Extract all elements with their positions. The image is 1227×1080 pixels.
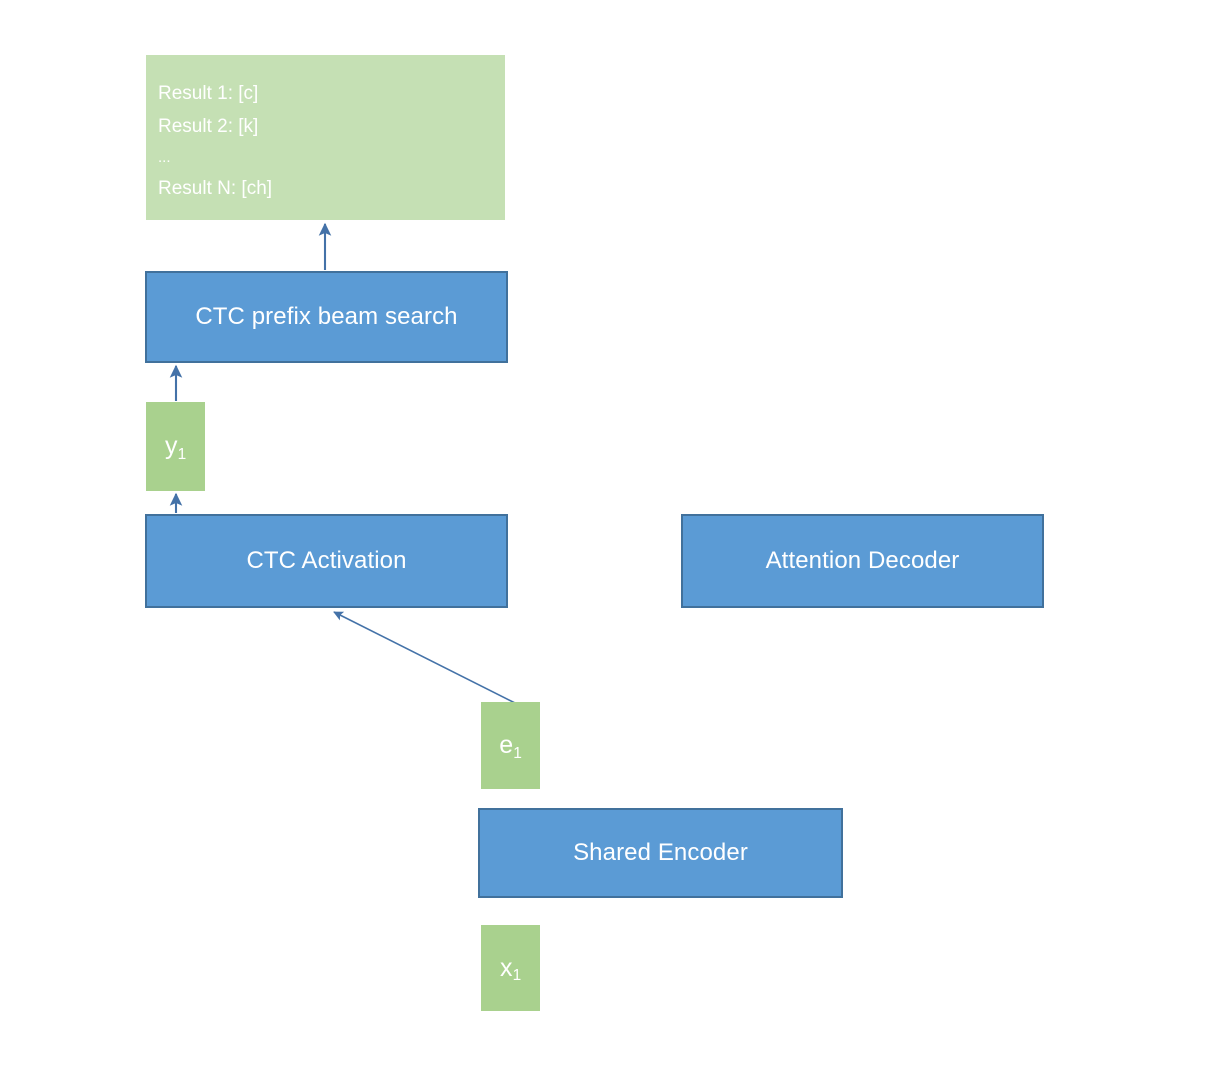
node-label-base: x bbox=[499, 953, 513, 982]
edge-e1-to-ctc-activation bbox=[333, 611, 516, 704]
node-attention-decoder[interactable]: Attention Decoder bbox=[681, 514, 1044, 608]
node-ctc-activation[interactable]: CTC Activation bbox=[145, 514, 508, 608]
node-e1[interactable]: e1 bbox=[481, 702, 540, 789]
node-label-base: e bbox=[499, 731, 514, 759]
node-label-base: y bbox=[164, 432, 178, 460]
node-y1[interactable]: y1 bbox=[146, 402, 205, 491]
node-label: x1 bbox=[499, 953, 522, 985]
node-x1[interactable]: x1 bbox=[481, 925, 540, 1011]
node-label-subscript: 1 bbox=[513, 744, 522, 762]
node-label: Shared Encoder bbox=[573, 839, 748, 866]
result-line-1: Result 1: [c] bbox=[158, 83, 259, 104]
node-label: y1 bbox=[164, 432, 187, 463]
result-line-n: Result N: [ch] bbox=[158, 178, 273, 199]
result-line-ellipsis: ... bbox=[158, 149, 171, 166]
node-label-subscript: 1 bbox=[512, 967, 522, 985]
node-shared-encoder[interactable]: Shared Encoder bbox=[478, 808, 843, 898]
results-box: Result 1: [c] Result 2: [k] ... Result N… bbox=[146, 55, 505, 220]
node-label: CTC Activation bbox=[246, 547, 407, 574]
result-line-2: Result 2: [k] bbox=[158, 116, 259, 137]
node-ctc-prefix-beam-search[interactable]: CTC prefix beam search bbox=[145, 271, 508, 363]
node-label-subscript: 1 bbox=[177, 445, 187, 463]
node-label: CTC prefix beam search bbox=[195, 303, 458, 330]
node-label: e1 bbox=[499, 731, 522, 762]
node-label: Attention Decoder bbox=[765, 547, 960, 574]
